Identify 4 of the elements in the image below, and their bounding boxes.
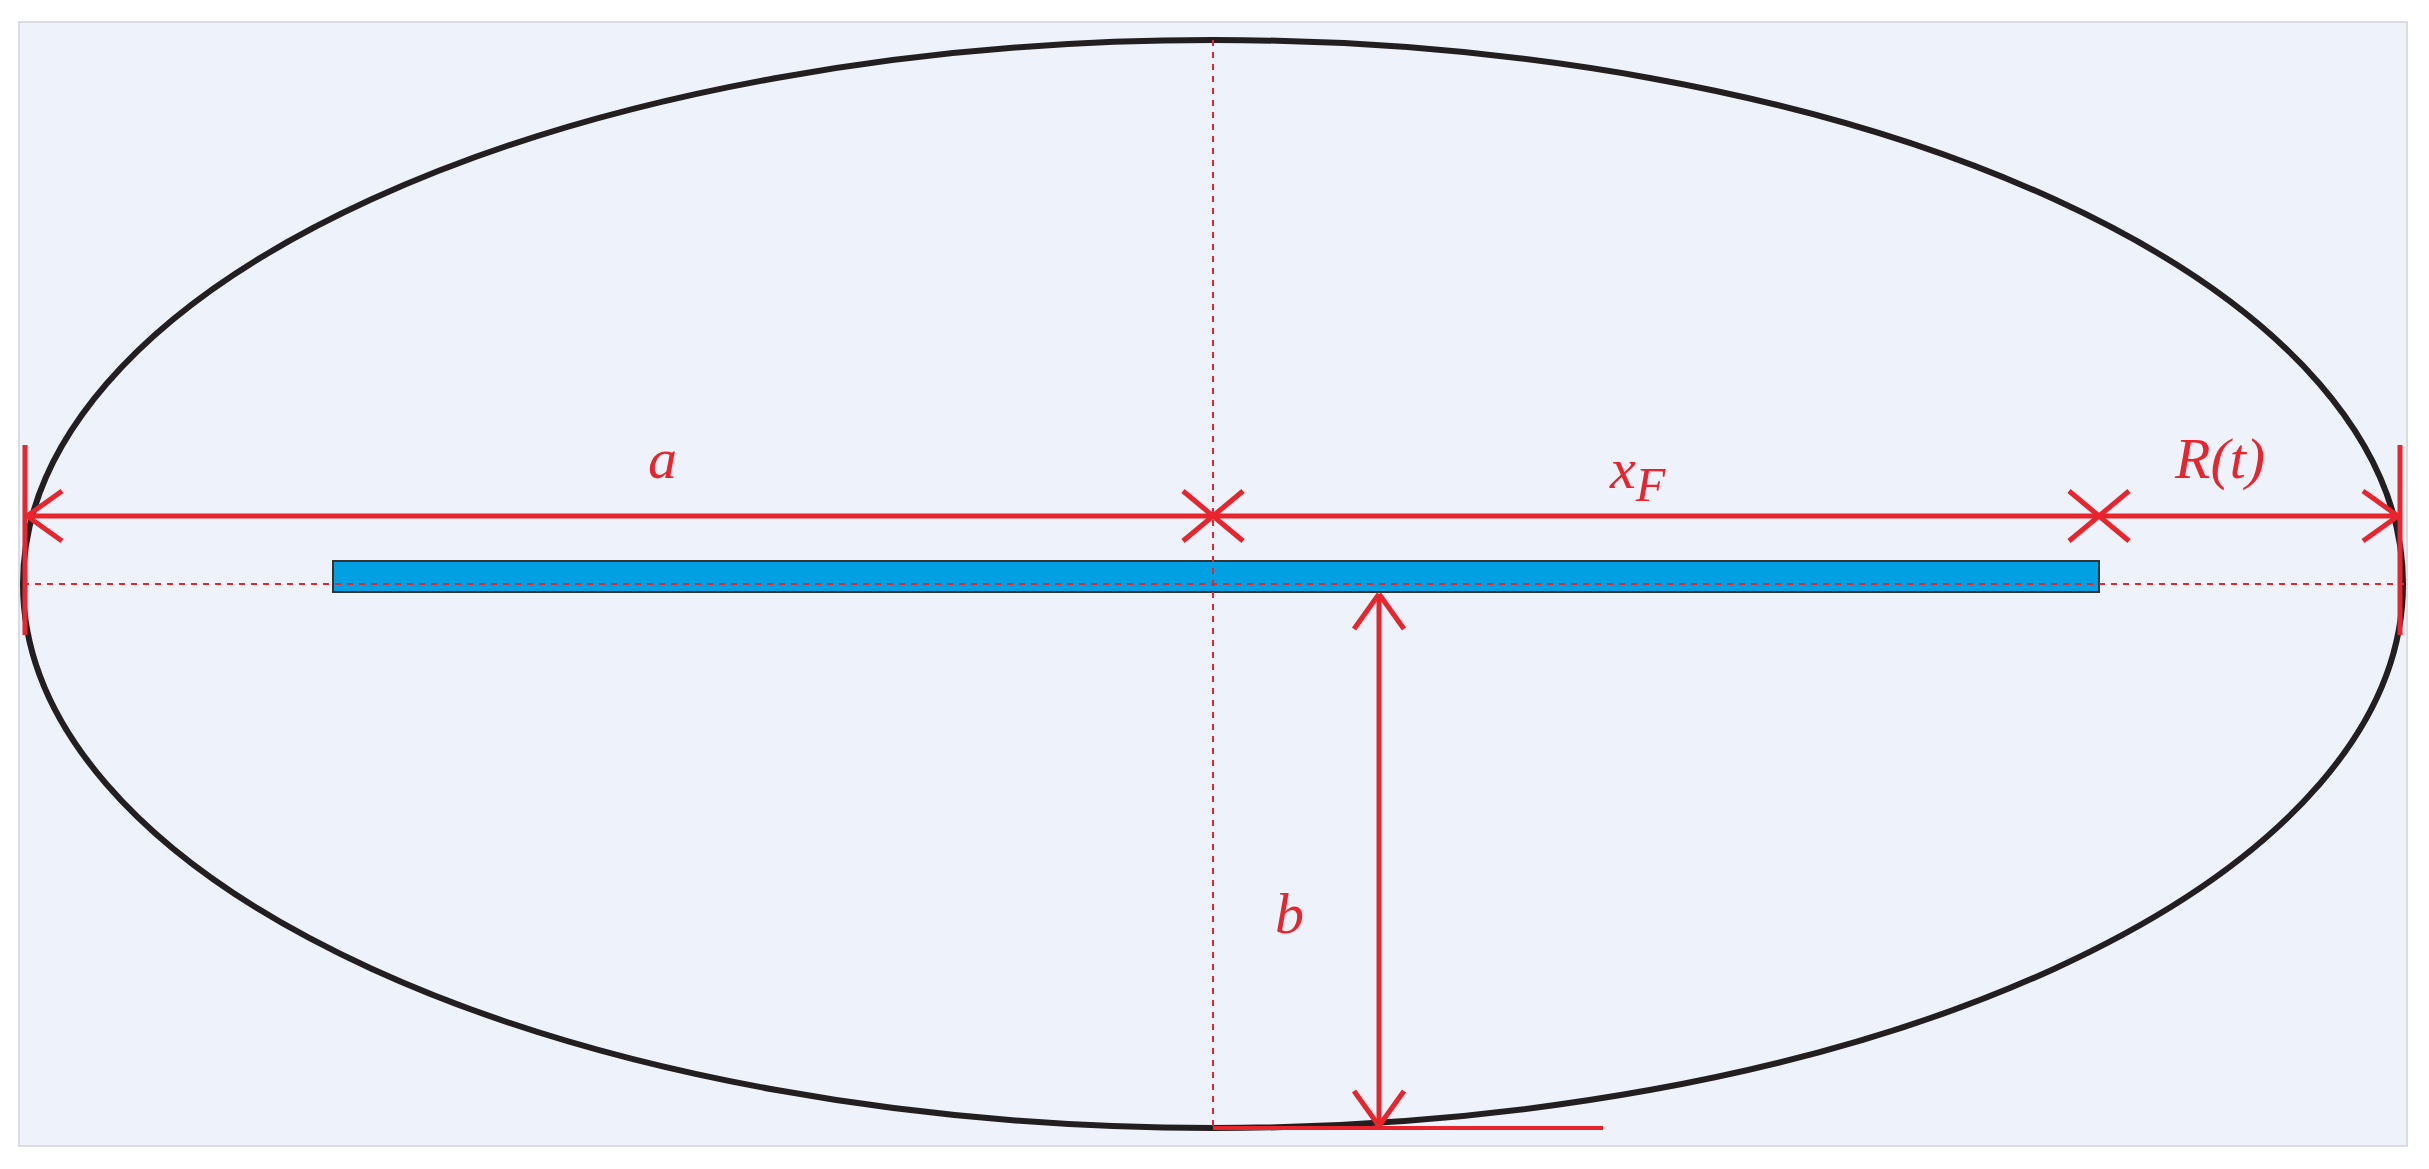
dimension-label: a: [648, 430, 677, 488]
dimension-label: x$_{F}$: [1610, 440, 1666, 509]
dimension-label: b: [1275, 885, 1304, 943]
dimension-label: R(t): [2175, 430, 2266, 488]
